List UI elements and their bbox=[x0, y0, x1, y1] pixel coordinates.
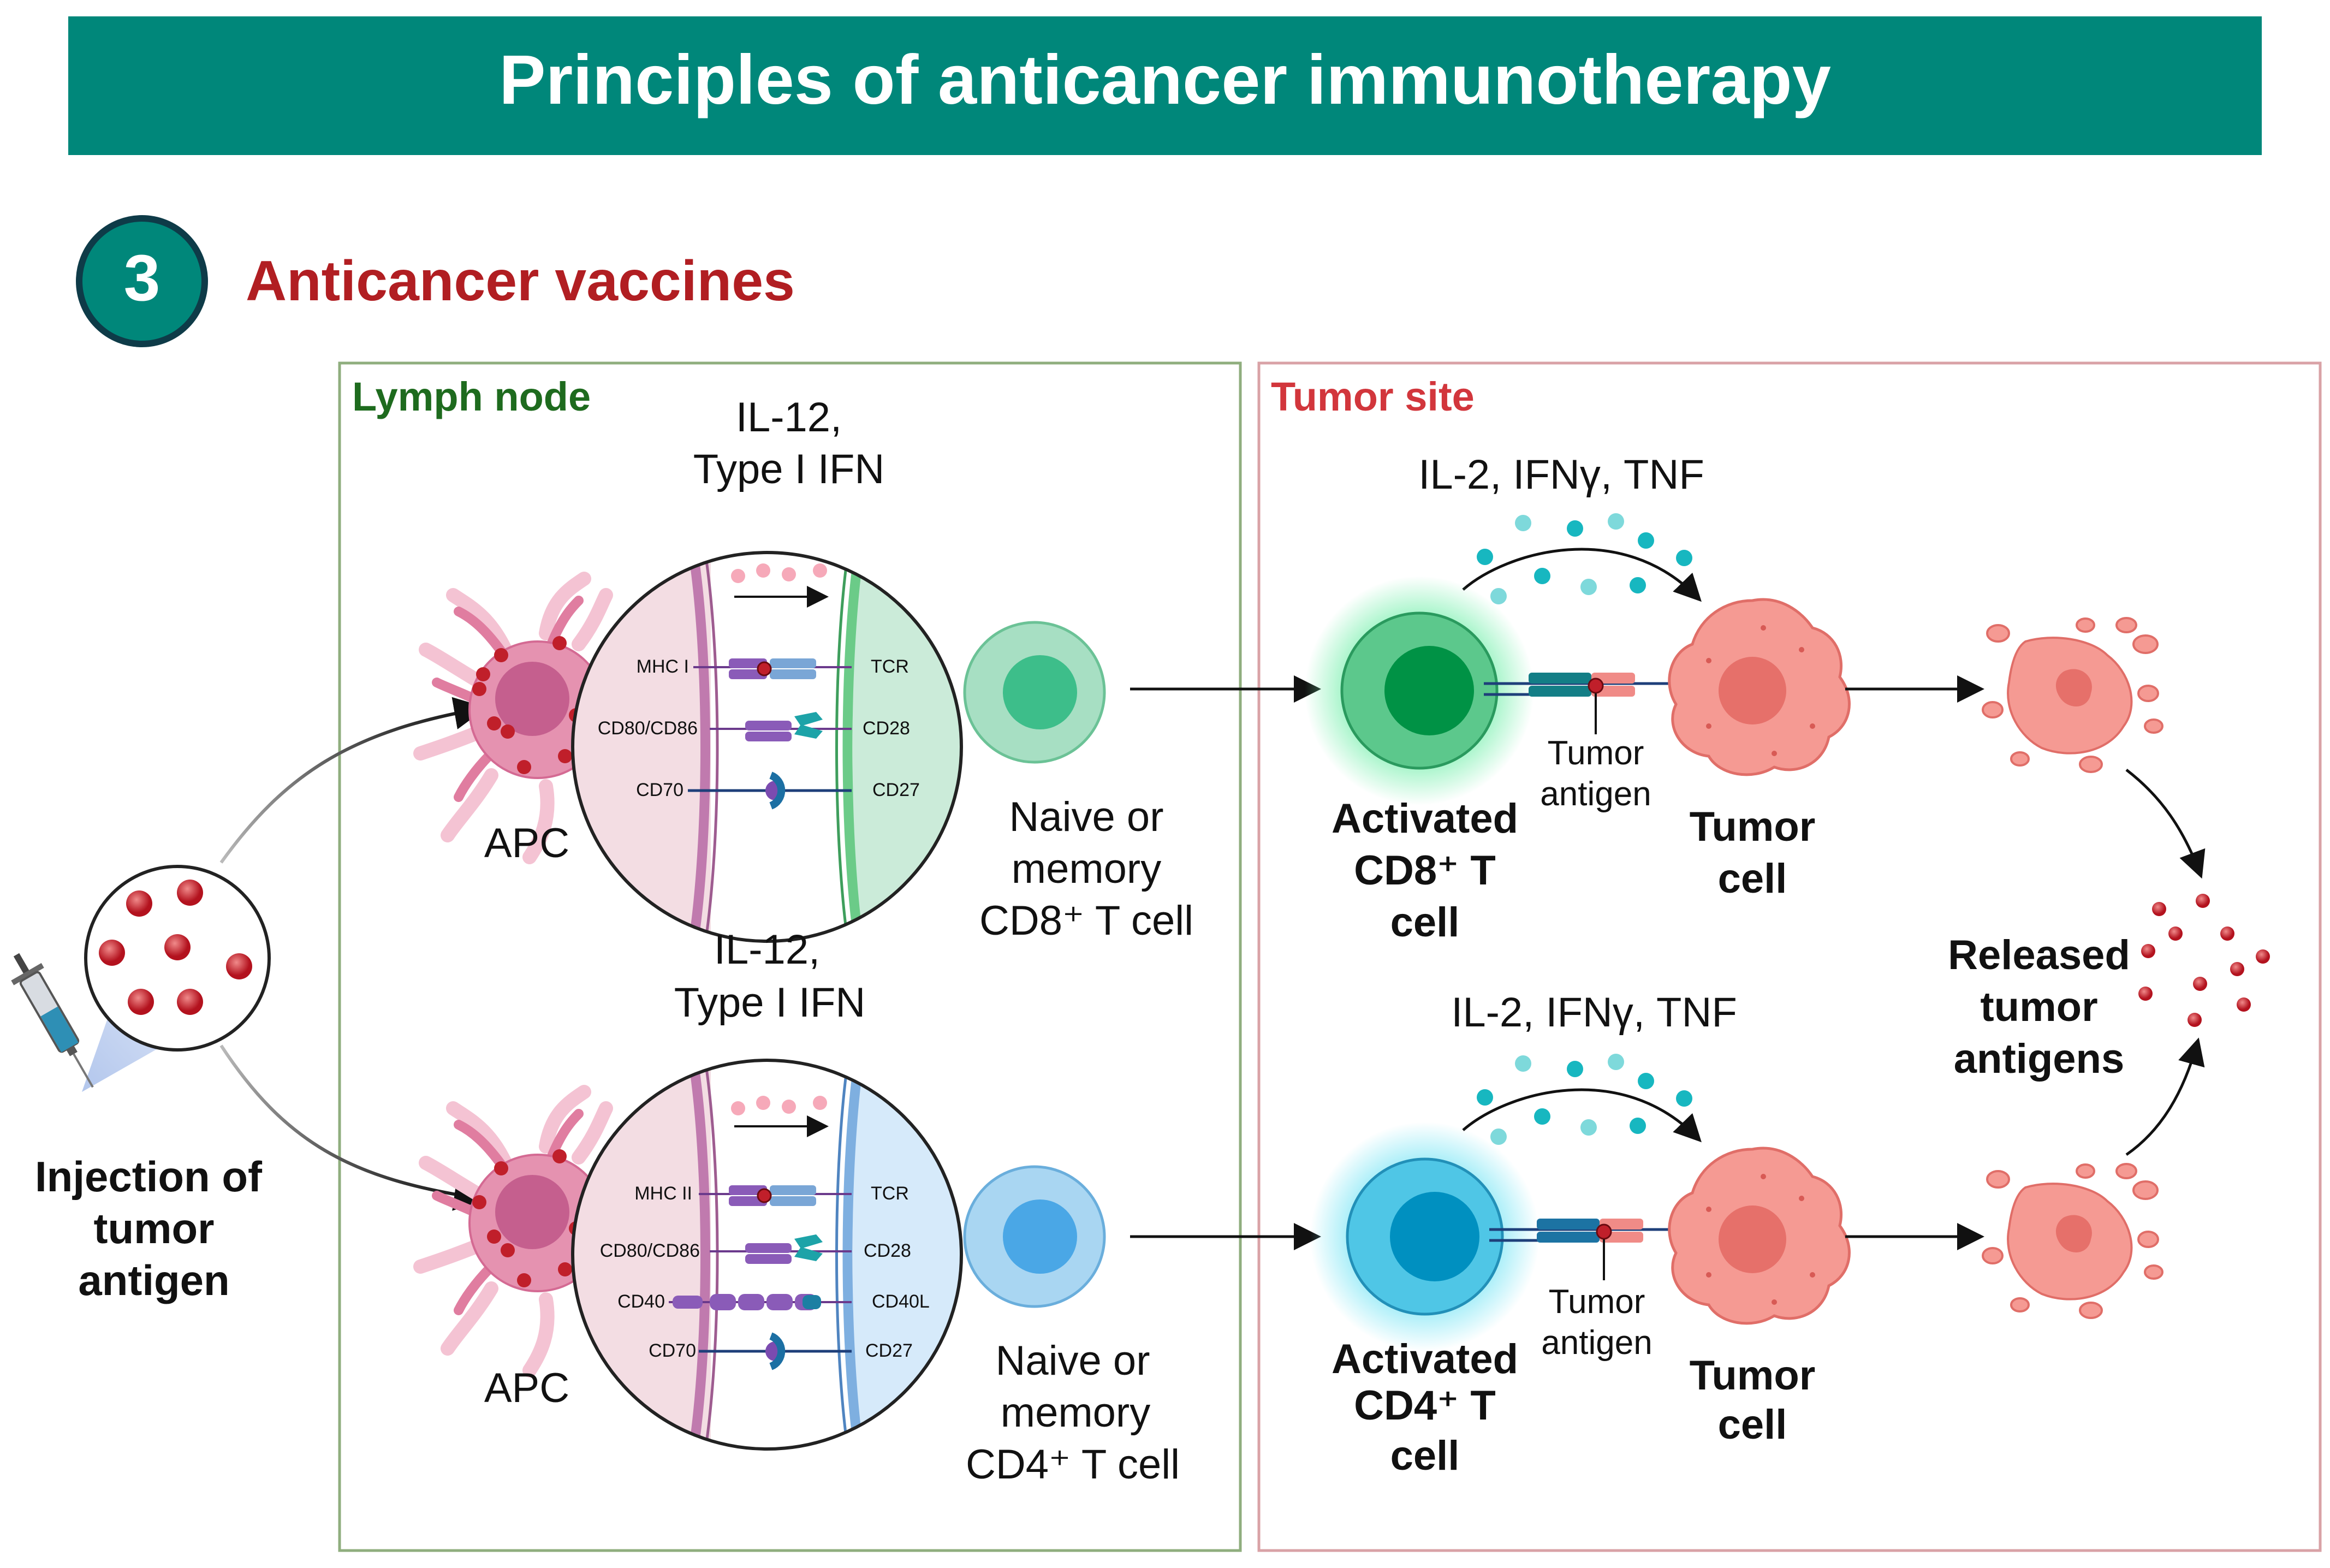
activated-cd8-line3: cell bbox=[1390, 899, 1460, 946]
receptor-cd40-label: CD40 bbox=[617, 1291, 665, 1312]
injection-label-line1: Injection of bbox=[35, 1153, 263, 1201]
naive-cd4-line1: Naive or bbox=[996, 1338, 1150, 1384]
tumor-site-label: Tumor site bbox=[1271, 374, 1475, 419]
naive-cd4-line3: CD4⁺ T cell bbox=[966, 1441, 1180, 1488]
synapse-bottom: IL-12, Type I IFN MHC II TCR bbox=[571, 926, 963, 1451]
activated-cd4-line3: cell bbox=[1390, 1433, 1460, 1479]
tumor-bottom-cytokines: IL-2, IFNγ, TNF bbox=[1451, 989, 1737, 1036]
synapse-bottom-cytokine-dots bbox=[731, 1096, 827, 1115]
tumor-antigen-top-line2: antigen bbox=[1540, 775, 1651, 813]
tumor-site-panel bbox=[1257, 361, 2322, 1552]
lymph-node-panel bbox=[338, 361, 1242, 1552]
synapse-top-cytokine-dots bbox=[731, 563, 827, 583]
title-banner bbox=[68, 16, 2262, 155]
tumor-cell-top-line1: Tumor bbox=[1690, 804, 1816, 850]
synapse-top: IL-12, Type I IFN MHC I TCR bbox=[571, 394, 963, 943]
arrow-injection-to-apc-bottom bbox=[219, 1044, 487, 1211]
tumor-cell-bottom: Tumor cell bbox=[1668, 1147, 1851, 1448]
synapse-top-cytokines-line1: IL-12, bbox=[736, 394, 842, 441]
released-antigen-dots bbox=[2138, 894, 2270, 1027]
tumor-cell-bottom-line1: Tumor bbox=[1690, 1352, 1816, 1399]
antigen-dots bbox=[99, 880, 252, 1015]
page-title: Principles of anticancer immunotherapy bbox=[499, 41, 1831, 119]
injection-label-line2: tumor bbox=[94, 1204, 215, 1252]
activated-cd4-line1: Activated bbox=[1332, 1336, 1518, 1382]
apc-top-nucleus bbox=[495, 662, 569, 736]
tumor-top-cytokine-arrow bbox=[1462, 548, 1702, 602]
arrow-injection-to-apc-top bbox=[219, 697, 487, 864]
synapse-bottom-frame bbox=[571, 1059, 963, 1451]
section-title: Anticancer vaccines bbox=[246, 250, 795, 313]
activated-cd8-line1: Activated bbox=[1332, 795, 1518, 842]
receptor-cd40l-label: CD40L bbox=[872, 1291, 930, 1312]
injection-label-line3: antigen bbox=[78, 1256, 229, 1304]
tumor-cell-top-line2: cell bbox=[1718, 856, 1787, 902]
tumor-top-cytokines: IL-2, IFNγ, TNF bbox=[1418, 452, 1704, 498]
synapse-bottom-cytokines-line1: IL-12, bbox=[714, 926, 820, 973]
receptor-mhc-label-top: MHC I bbox=[637, 656, 689, 677]
naive-cd4-tcell: Naive or memory CD4⁺ T cell bbox=[963, 1165, 1180, 1488]
tumor-antigen-bottom-line1: Tumor bbox=[1549, 1283, 1645, 1321]
receptor-cd40-cd40l-bottom: CD40 CD40L bbox=[617, 1291, 930, 1312]
step-number-badge bbox=[76, 215, 208, 347]
activated-cd8-line2: CD8⁺ T bbox=[1354, 847, 1496, 894]
receptor-cd70-cd27-bottom: CD70 CD27 bbox=[649, 1332, 913, 1370]
naive-cd8-line2: memory bbox=[1012, 846, 1161, 892]
tumor-cell-top: Tumor cell bbox=[1668, 598, 1851, 902]
released-antigens-line1: Released bbox=[1948, 932, 2130, 978]
arrow-lysed-top-to-antigens bbox=[2125, 769, 2206, 879]
apc-bottom-label: APC bbox=[484, 1365, 569, 1411]
tcr-antigen-bottom: Tumor antigen bbox=[1489, 1219, 1681, 1362]
arrow-lysed-bottom-to-antigens bbox=[2125, 1037, 2205, 1156]
receptor-tcr-label-top: TCR bbox=[871, 656, 909, 677]
naive-cd8-line1: Naive or bbox=[1009, 794, 1164, 840]
tumor-antigen-top-line1: Tumor bbox=[1548, 734, 1644, 772]
released-antigens-line3: antigens bbox=[1954, 1036, 2125, 1082]
receptor-cd80-label-bottom: CD80/CD86 bbox=[600, 1240, 700, 1261]
injection-group: Injection of tumor antigen bbox=[11, 865, 271, 1304]
synapse-bottom-cytokines-line2: Type I IFN bbox=[674, 979, 866, 1026]
apc-bottom: APC bbox=[413, 1085, 613, 1411]
receptor-mhc2-label: MHC II bbox=[634, 1183, 692, 1204]
receptor-cd27-label-top: CD27 bbox=[872, 780, 920, 800]
naive-cd8-line3: CD8⁺ T cell bbox=[979, 898, 1193, 944]
tumor-bottom-cytokine-dots bbox=[1477, 1054, 1692, 1145]
receptor-cd80-cd28-bottom: CD80/CD86 CD28 bbox=[600, 1234, 911, 1264]
synapse-top-cytokines-line2: Type I IFN bbox=[693, 446, 885, 492]
synapse-top-frame bbox=[571, 551, 963, 943]
tumor-antigen-bottom-line2: antigen bbox=[1541, 1324, 1652, 1362]
receptor-mhc-tcr-top: MHC I TCR bbox=[637, 656, 909, 679]
apc-top-label: APC bbox=[484, 820, 569, 866]
activated-cd4-tcell bbox=[1310, 1122, 1540, 1351]
receptor-cd70-cd27-top: CD70 CD27 bbox=[636, 771, 920, 810]
tcr-antigen-top: Tumor antigen bbox=[1484, 673, 1681, 813]
receptor-cd80-label-top: CD80/CD86 bbox=[598, 718, 698, 739]
tumor-bottom-cytokine-arrow bbox=[1462, 1088, 1702, 1143]
activated-cd8-tcell bbox=[1305, 576, 1534, 805]
lysed-tumor-cell-top bbox=[1982, 617, 2163, 773]
lysed-tumor-cell-bottom bbox=[1982, 1163, 2163, 1319]
naive-cd4-line2: memory bbox=[1001, 1389, 1150, 1436]
receptor-cd70-label-bottom: CD70 bbox=[649, 1340, 696, 1361]
naive-cd8-tcell: Naive or memory CD8⁺ T cell bbox=[963, 621, 1193, 944]
tumor-cell-bottom-line2: cell bbox=[1718, 1401, 1787, 1448]
released-antigens-line2: tumor bbox=[1980, 984, 2097, 1030]
step-number: 3 bbox=[124, 241, 161, 314]
receptor-cd28-label-top: CD28 bbox=[863, 718, 910, 739]
receptor-mhc2-tcr-bottom: MHC II TCR bbox=[634, 1183, 909, 1206]
apc-bottom-nucleus bbox=[495, 1175, 569, 1249]
syringe-icon bbox=[11, 953, 94, 1088]
tumor-top-cytokine-dots bbox=[1477, 513, 1692, 604]
receptor-tcr-label-bottom: TCR bbox=[871, 1183, 909, 1204]
lymph-node-label: Lymph node bbox=[352, 374, 591, 419]
receptor-cd27-label-bottom: CD27 bbox=[865, 1340, 913, 1361]
receptor-cd80-cd28-top: CD80/CD86 CD28 bbox=[598, 712, 910, 741]
activated-cd4-line2: CD4⁺ T bbox=[1354, 1382, 1496, 1429]
receptor-cd28-label-bottom: CD28 bbox=[864, 1240, 911, 1261]
receptor-cd70-label-top: CD70 bbox=[636, 780, 683, 800]
